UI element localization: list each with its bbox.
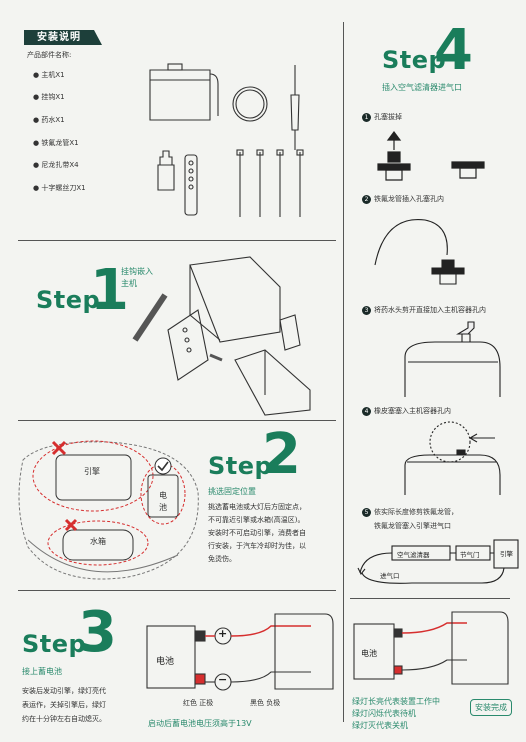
step2-line: 安装时不可启动引擎，消费者自 xyxy=(208,529,306,537)
step4-s5-line2: 铁氟龙管塞入引擎进气口 xyxy=(374,522,451,530)
step2-word: Step xyxy=(208,452,273,480)
step2-number: 2 xyxy=(262,422,301,487)
step3-wiring-diagram xyxy=(146,613,334,691)
led-note: 绿灯灭代表关机 xyxy=(352,721,408,730)
install-badge: 安装说明 xyxy=(24,30,102,45)
step4-s3-illustration xyxy=(404,321,501,397)
step4-number: 4 xyxy=(434,18,473,83)
step3-number: 3 xyxy=(78,600,117,665)
step4-subtitle: 插入空气滤清器进气口 xyxy=(382,83,462,92)
step1-caption-line1: 挂钩嵌入 xyxy=(121,267,153,276)
step2-label-battery-1: 电 xyxy=(159,491,167,500)
step4-s5-intake-diagram xyxy=(357,539,519,584)
step1-number: 1 xyxy=(90,258,129,323)
step1-word: Step xyxy=(36,286,101,314)
step3-line: 安装后发动引擎，绿灯亮代 xyxy=(22,687,106,695)
step3-line: 表运作，关掉引擎后，绿灯 xyxy=(22,701,106,709)
led-note: 绿灯闪烁代表待机 xyxy=(352,709,416,718)
step2-line: 行安装，于汽车冷却时为佳，以 xyxy=(208,542,306,550)
step3-plus-symbol: + xyxy=(218,627,228,640)
step2-label-battery-2: 池 xyxy=(159,503,167,512)
step3-minus-symbol: − xyxy=(218,673,228,686)
divider-step4-final xyxy=(350,598,510,599)
parts-illustration xyxy=(149,63,304,217)
part-item: ● 药水X1 xyxy=(33,116,65,124)
step3-word: Step xyxy=(22,630,87,658)
step4-throttle-label: 节气门 xyxy=(460,551,480,559)
final-wiring-diagram xyxy=(353,611,509,685)
step1-illustration xyxy=(132,256,311,416)
install-complete-stamp: 安装完成 xyxy=(470,699,512,716)
step2-label-tank: 水箱 xyxy=(90,537,106,546)
step2-line: 不可靠近引擎或水箱(高温区)。 xyxy=(208,516,305,524)
step3-battery-label: 电池 xyxy=(156,657,175,667)
led-note: 绿灯长亮代表装置工作中 xyxy=(352,697,440,706)
step4-word: Step xyxy=(382,46,447,74)
step4-intake-label: 进气口 xyxy=(380,572,400,580)
step2-engine-diagram xyxy=(18,440,199,580)
part-item: ● 尼龙扎带X4 xyxy=(33,161,79,169)
step1-caption-line2: 主机 xyxy=(121,279,137,288)
step4-s2-illustration xyxy=(374,219,465,285)
step2-label-engine: 引擎 xyxy=(84,467,100,476)
divider-step2-step3 xyxy=(18,590,336,591)
vertical-divider xyxy=(343,22,344,722)
step3-title: 接上蓄电池 xyxy=(22,667,62,676)
step2-line: 免烫伤。 xyxy=(208,555,236,563)
part-item: ● 主机X1 xyxy=(33,71,65,79)
parts-heading: 产品部件名称: xyxy=(27,51,72,59)
step4-air-filter-label: 空气滤清器 xyxy=(397,551,430,559)
final-battery-label: 电池 xyxy=(361,649,377,658)
part-item: ● 十字螺丝刀X1 xyxy=(33,184,86,192)
divider-step1-step2 xyxy=(18,420,336,421)
step3-line: 约在十分钟左右自动熄灭。 xyxy=(22,715,106,723)
divider-parts-step1 xyxy=(18,240,336,241)
step3-wire-red-label: 红色 正极 xyxy=(183,699,214,707)
step2-line: 挑选蓄电池或大灯后方固定点， xyxy=(208,503,306,511)
step2-title: 挑选固定位置 xyxy=(208,487,256,496)
step3-wire-black-label: 黑色 负极 xyxy=(250,699,281,707)
step4-engine-label: 引擎 xyxy=(500,550,513,558)
step4-s4-illustration xyxy=(404,421,501,495)
step3-voltage-note: 启动后蓄电池电压须高于13V xyxy=(148,719,252,728)
part-item: ● 铁氟龙管X1 xyxy=(33,139,79,147)
part-item: ● 挂钩X1 xyxy=(33,93,65,101)
step4-s1-illustration xyxy=(377,131,485,181)
